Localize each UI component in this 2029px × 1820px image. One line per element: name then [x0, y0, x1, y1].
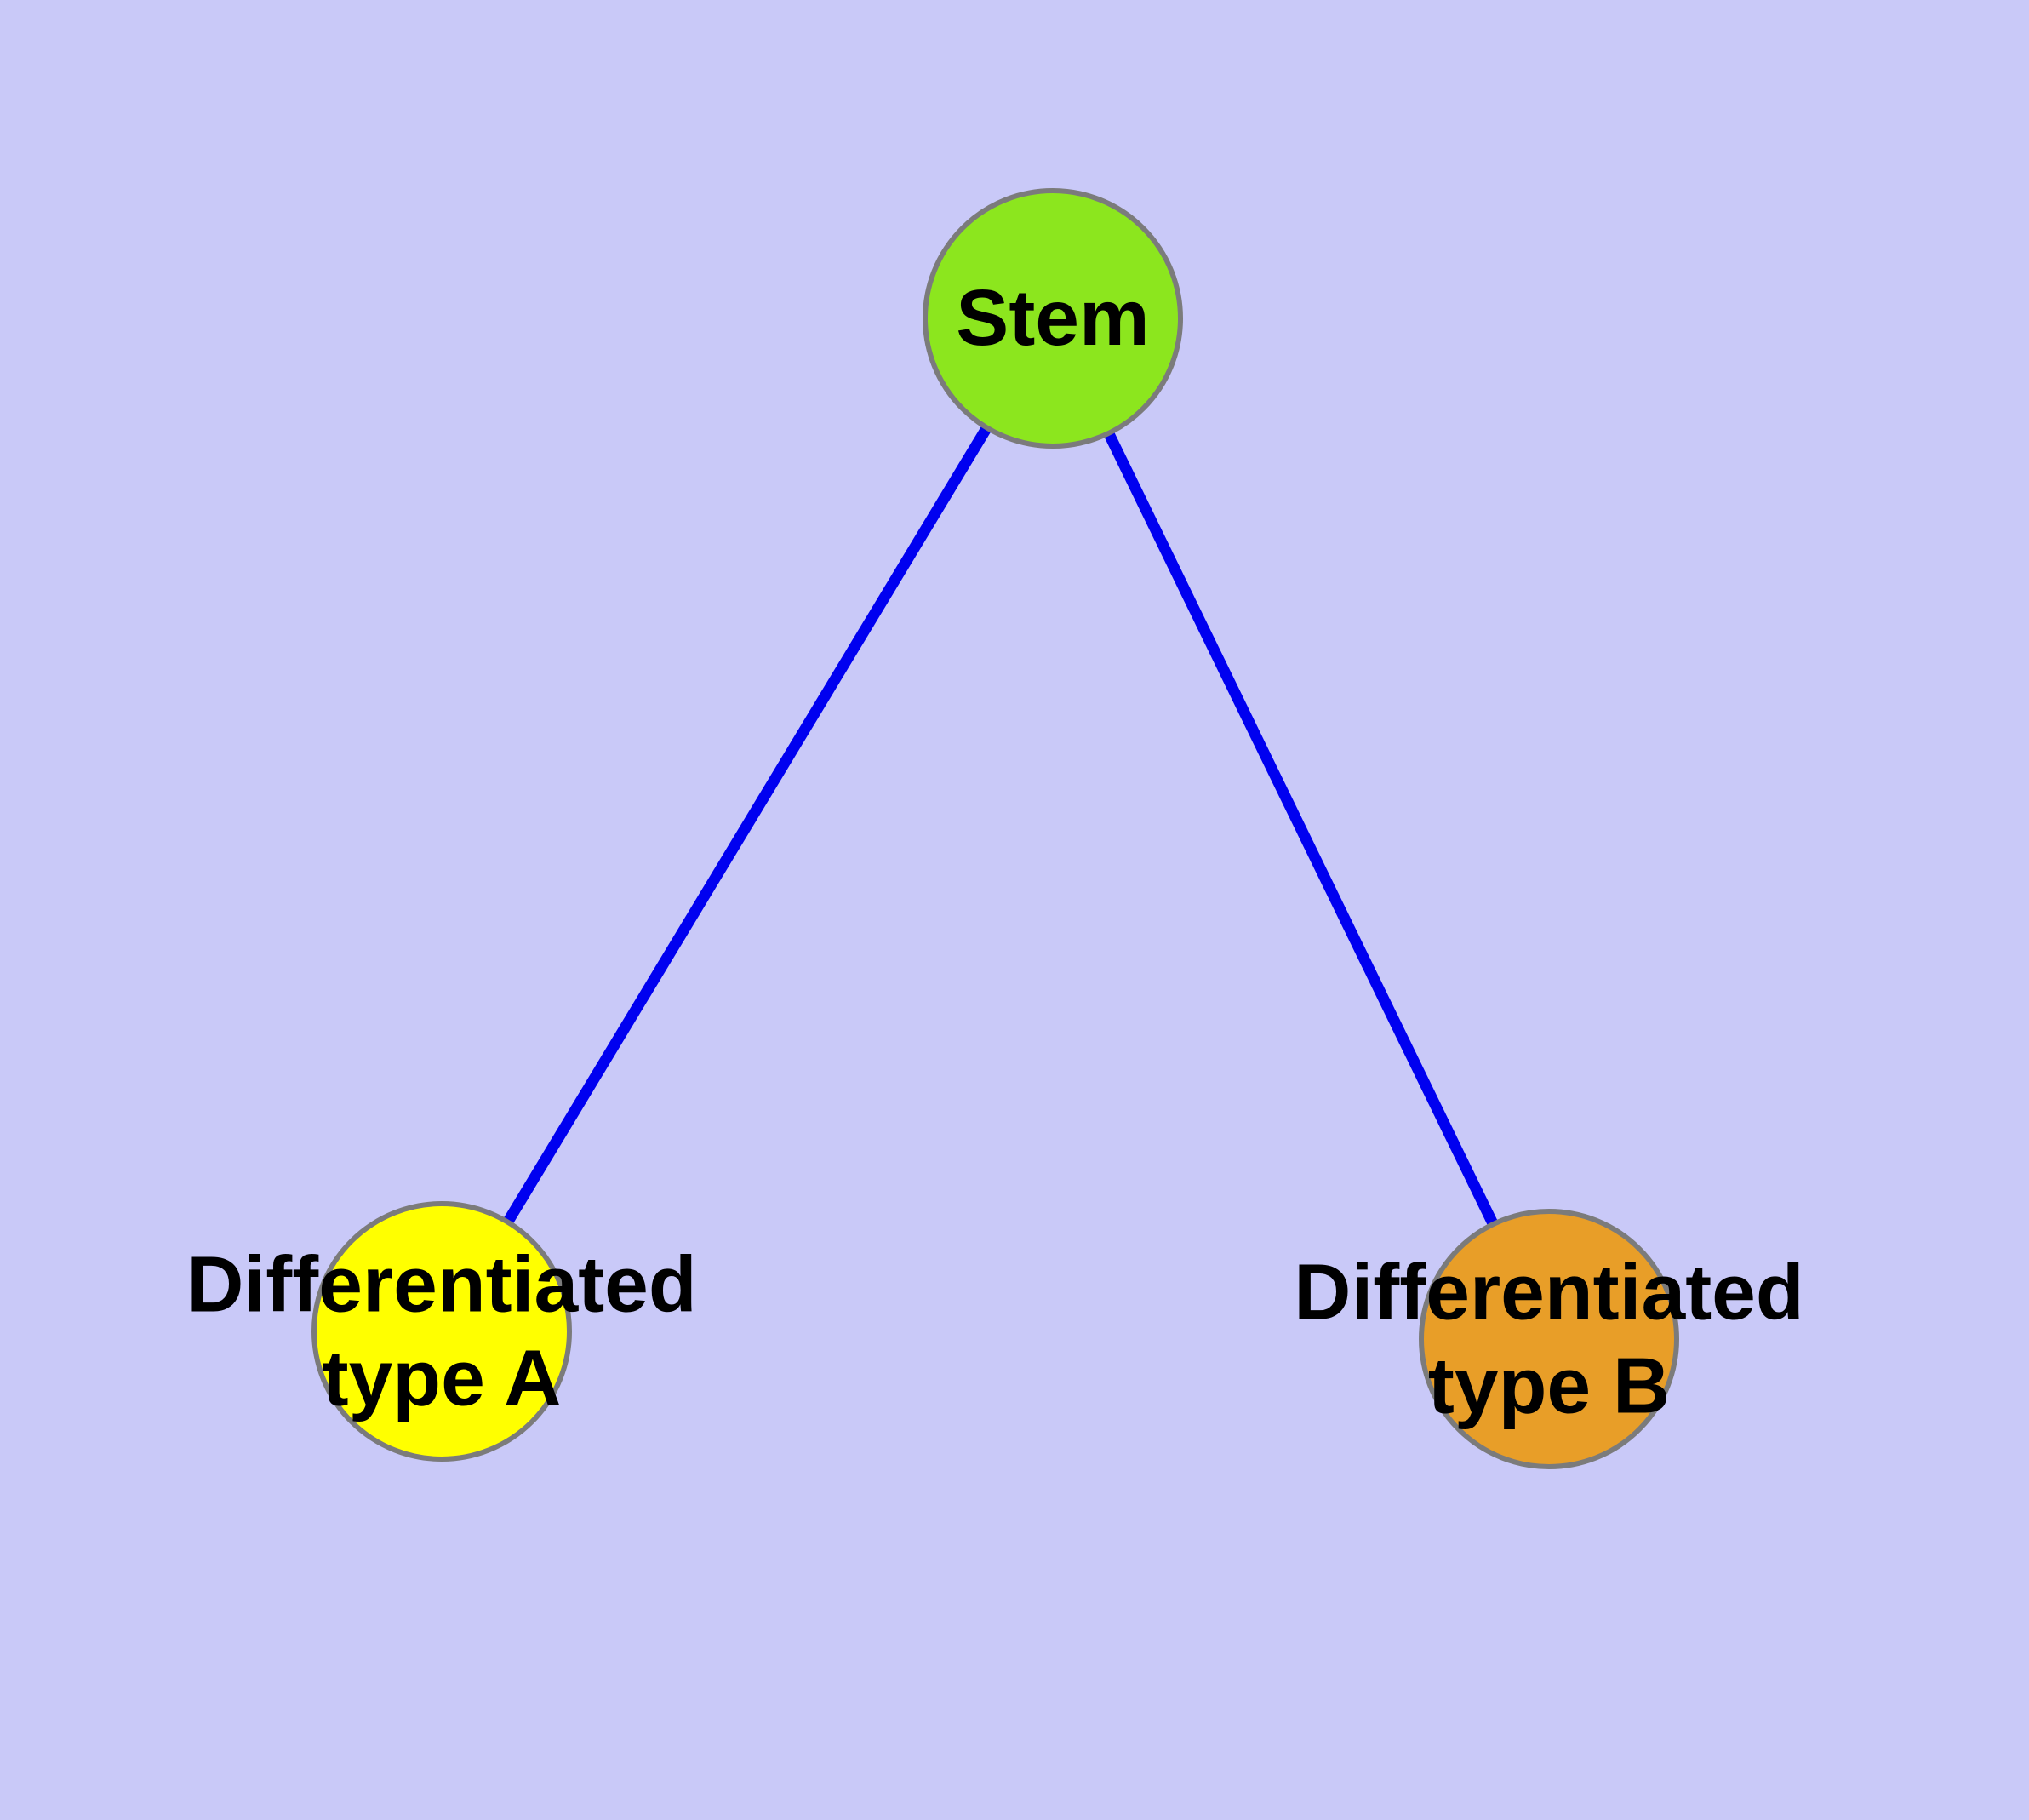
node-differentiated-type-a	[311, 1201, 572, 1462]
edge-stem-to-type-a	[437, 315, 1058, 1335]
node-differentiated-type-b	[1419, 1209, 1679, 1469]
node-stem	[923, 188, 1183, 449]
edge-stem-to-type-b	[1048, 316, 1554, 1342]
